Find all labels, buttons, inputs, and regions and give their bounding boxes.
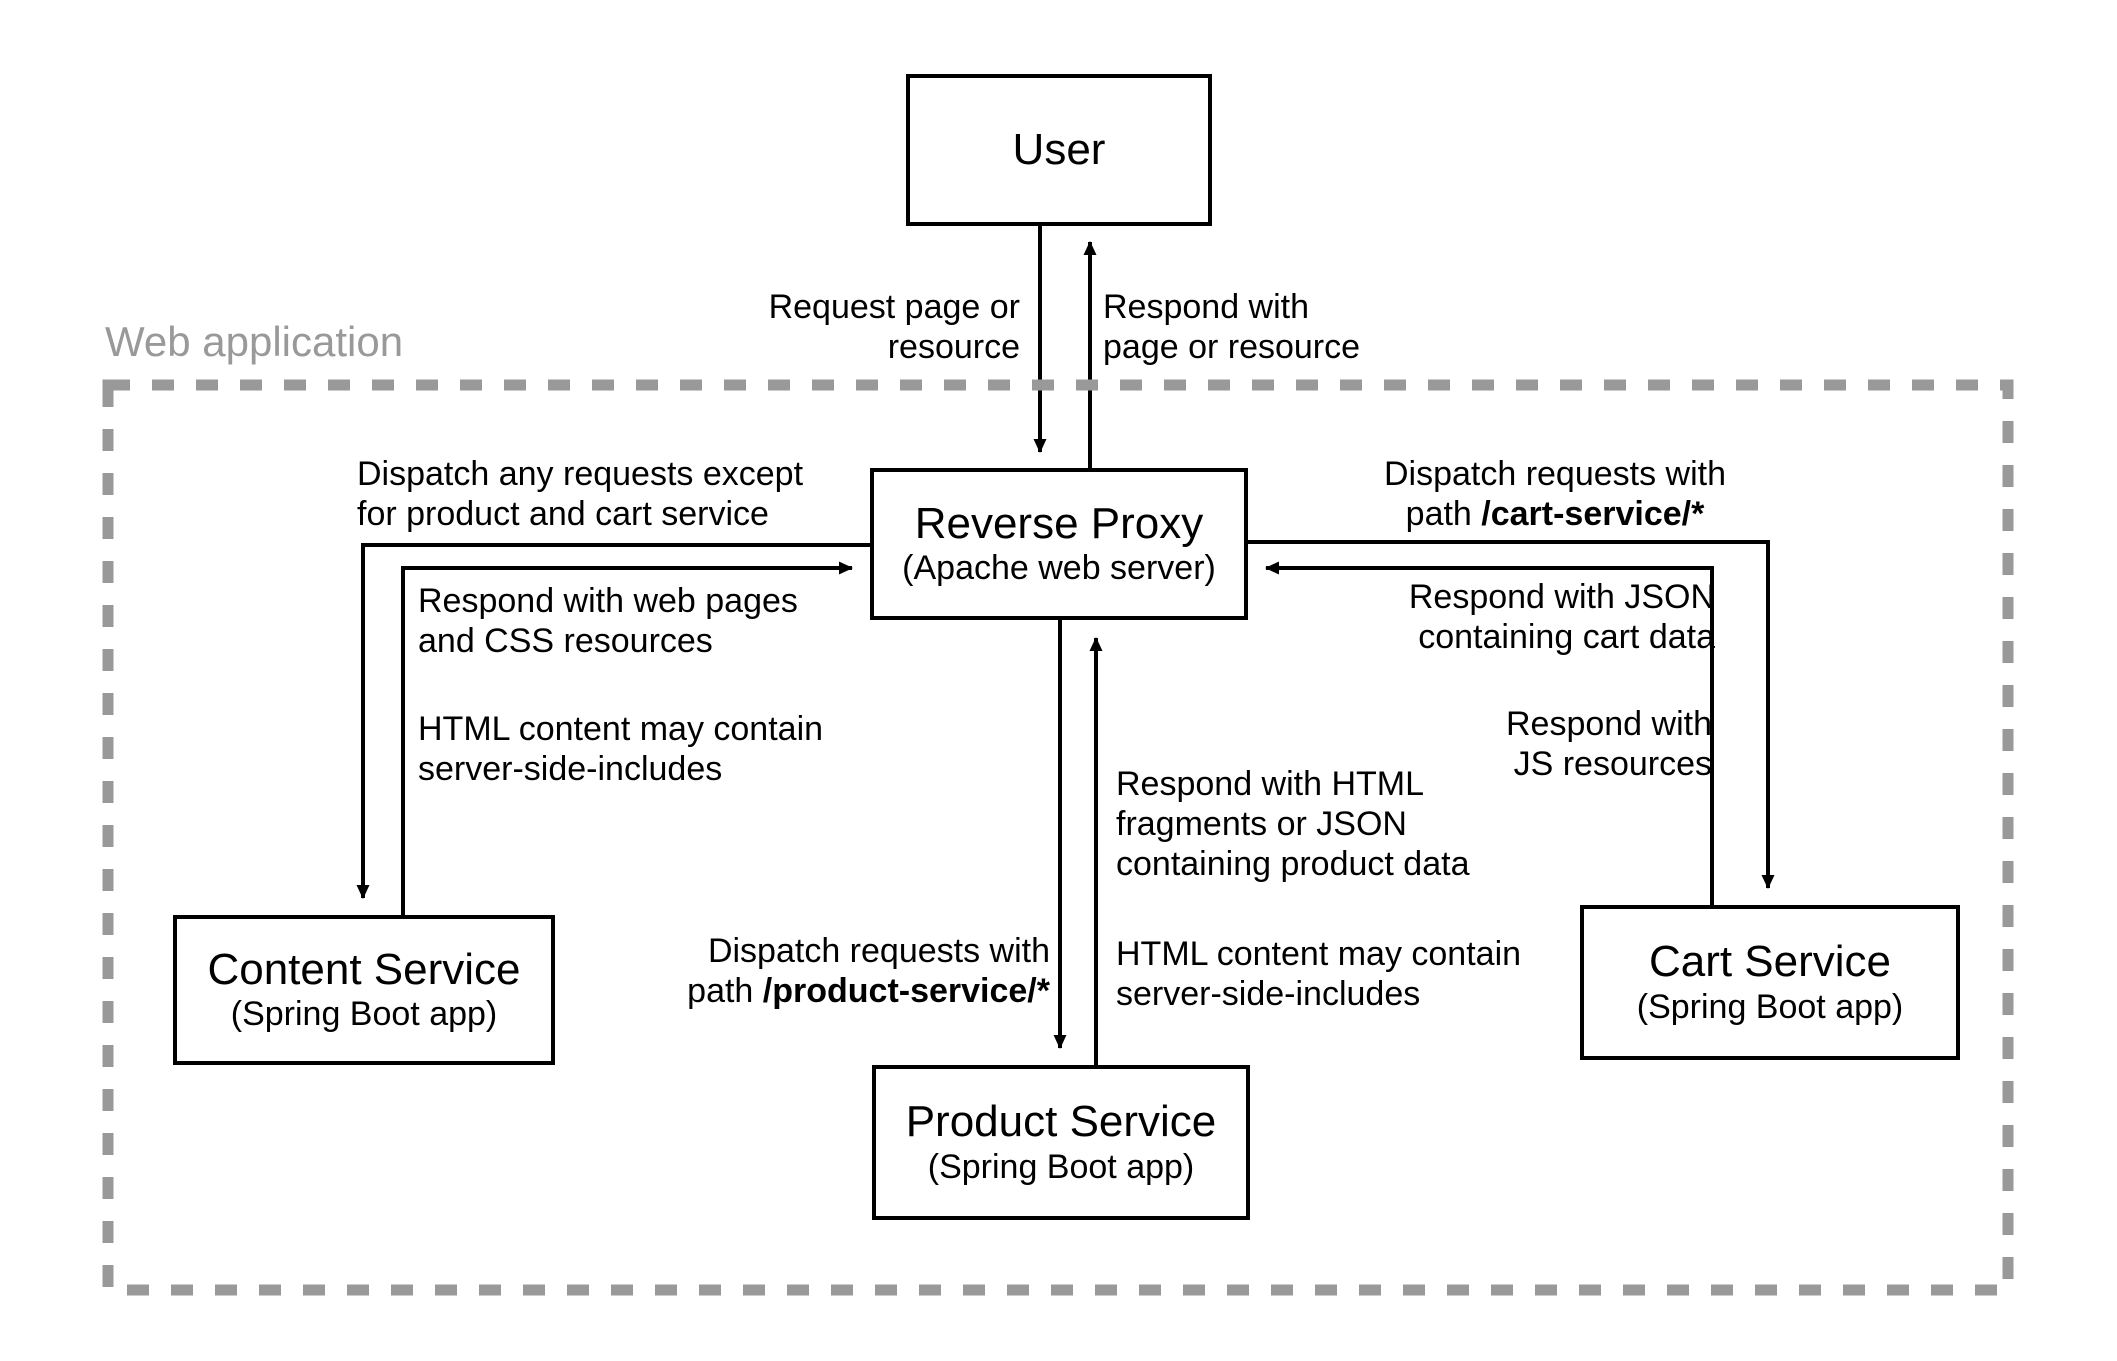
node-content-service-title: Content Service bbox=[207, 944, 521, 994]
node-product-service-subtitle: (Spring Boot app) bbox=[927, 1147, 1195, 1186]
node-cart-service-subtitle: (Spring Boot app) bbox=[1636, 987, 1904, 1026]
node-content-service[interactable]: Content Service (Spring Boot app) bbox=[173, 915, 555, 1065]
edge-label-cart-dispatch: Dispatch requests with path /cart-servic… bbox=[1345, 455, 1765, 535]
edge-label-product-dispatch-path: /product-service/* bbox=[762, 971, 1050, 1010]
edge-label-content-dispatch: Dispatch any requests except for product… bbox=[357, 455, 804, 533]
edge-label-cart-respond: Respond with JSON containing cart data bbox=[1408, 578, 1715, 656]
edge-label-content-respond: Respond with web pages and CSS resources bbox=[418, 582, 798, 660]
node-user-title: User bbox=[1012, 124, 1106, 174]
node-reverse-proxy-subtitle: (Apache web server) bbox=[902, 549, 1216, 588]
edge-label-cart-js: Respond with JS resources bbox=[1505, 705, 1712, 783]
edge-label-user-request: Request page or resource bbox=[768, 288, 1020, 366]
edge-label-product-dispatch: Dispatch requests with path /product-ser… bbox=[620, 932, 1050, 1012]
node-reverse-proxy-title: Reverse Proxy bbox=[914, 498, 1204, 548]
edge-label-user-respond: Respond with page or resource bbox=[1103, 288, 1361, 366]
boundary-label: Web application bbox=[105, 318, 404, 365]
edge-label-product-ssi: HTML content may contain server-side-inc… bbox=[1116, 935, 1522, 1013]
edge-label-cart-dispatch-path: /cart-service/* bbox=[1481, 494, 1705, 533]
node-cart-service-title: Cart Service bbox=[1648, 937, 1892, 987]
node-content-service-subtitle: (Spring Boot app) bbox=[230, 995, 498, 1034]
node-cart-service[interactable]: Cart Service (Spring Boot app) bbox=[1580, 905, 1960, 1060]
node-user[interactable]: User bbox=[906, 74, 1212, 226]
node-reverse-proxy[interactable]: Reverse Proxy (Apache web server) bbox=[870, 468, 1248, 620]
edge-label-content-ssi: HTML content may contain server-side-inc… bbox=[418, 710, 824, 788]
node-product-service[interactable]: Product Service (Spring Boot app) bbox=[872, 1065, 1250, 1220]
node-product-service-title: Product Service bbox=[905, 1097, 1217, 1147]
